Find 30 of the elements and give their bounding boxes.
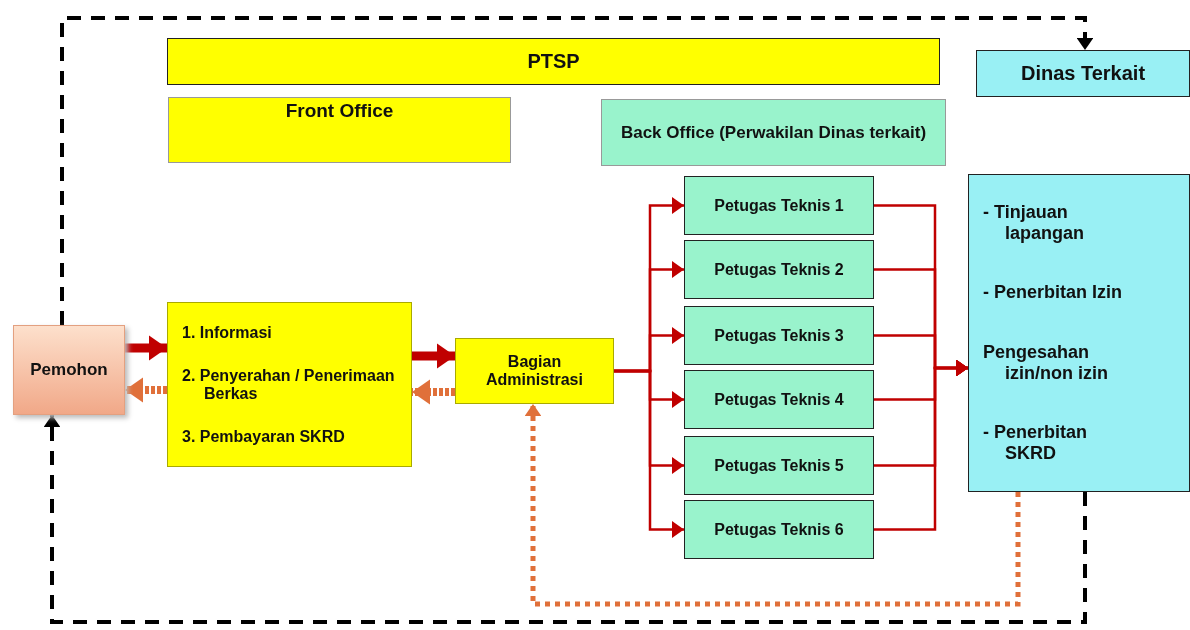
arrow [125,377,167,403]
arrow [43,415,1087,624]
process-box [167,302,412,467]
list-item: 1. Informasi [182,323,273,342]
process-box: Petugas Teknis 1 [684,176,874,235]
arrow [125,335,167,361]
list-item: 2. Penyerahan / Penerimaan Berkas [182,366,396,403]
list-item: - Penerbitan Izin [983,282,1123,304]
arrow [412,343,455,369]
process-box: Petugas Teknis 4 [684,370,874,429]
section-header: Front Office [168,97,511,163]
list-item: 3. Pembayaran SKRD [182,427,345,446]
list-item: - Penerbitan SKRD [983,421,1089,464]
header-bar: PTSP [167,38,940,85]
process-box: Petugas Teknis 3 [684,306,874,365]
arrow [60,16,1094,325]
process-box: Petugas Teknis 5 [684,436,874,495]
section-header: Back Office (Perwakilan Dinas terkait) [601,99,946,166]
actor-box: Pemohon [13,325,125,415]
process-box: Bagian Administrasi [455,338,614,404]
list-item: Pengesahan izin/non izin [983,341,1109,384]
department-box: Dinas Terkait [976,50,1190,97]
arrow [874,359,968,531]
list-item: - Tinjauan lapangan [983,202,1085,245]
process-box: Petugas Teknis 2 [684,240,874,299]
process-box: Petugas Teknis 6 [684,500,874,559]
process-box [968,174,1190,492]
arrow [614,369,684,538]
arrow [412,379,455,405]
arrow [524,404,1021,607]
